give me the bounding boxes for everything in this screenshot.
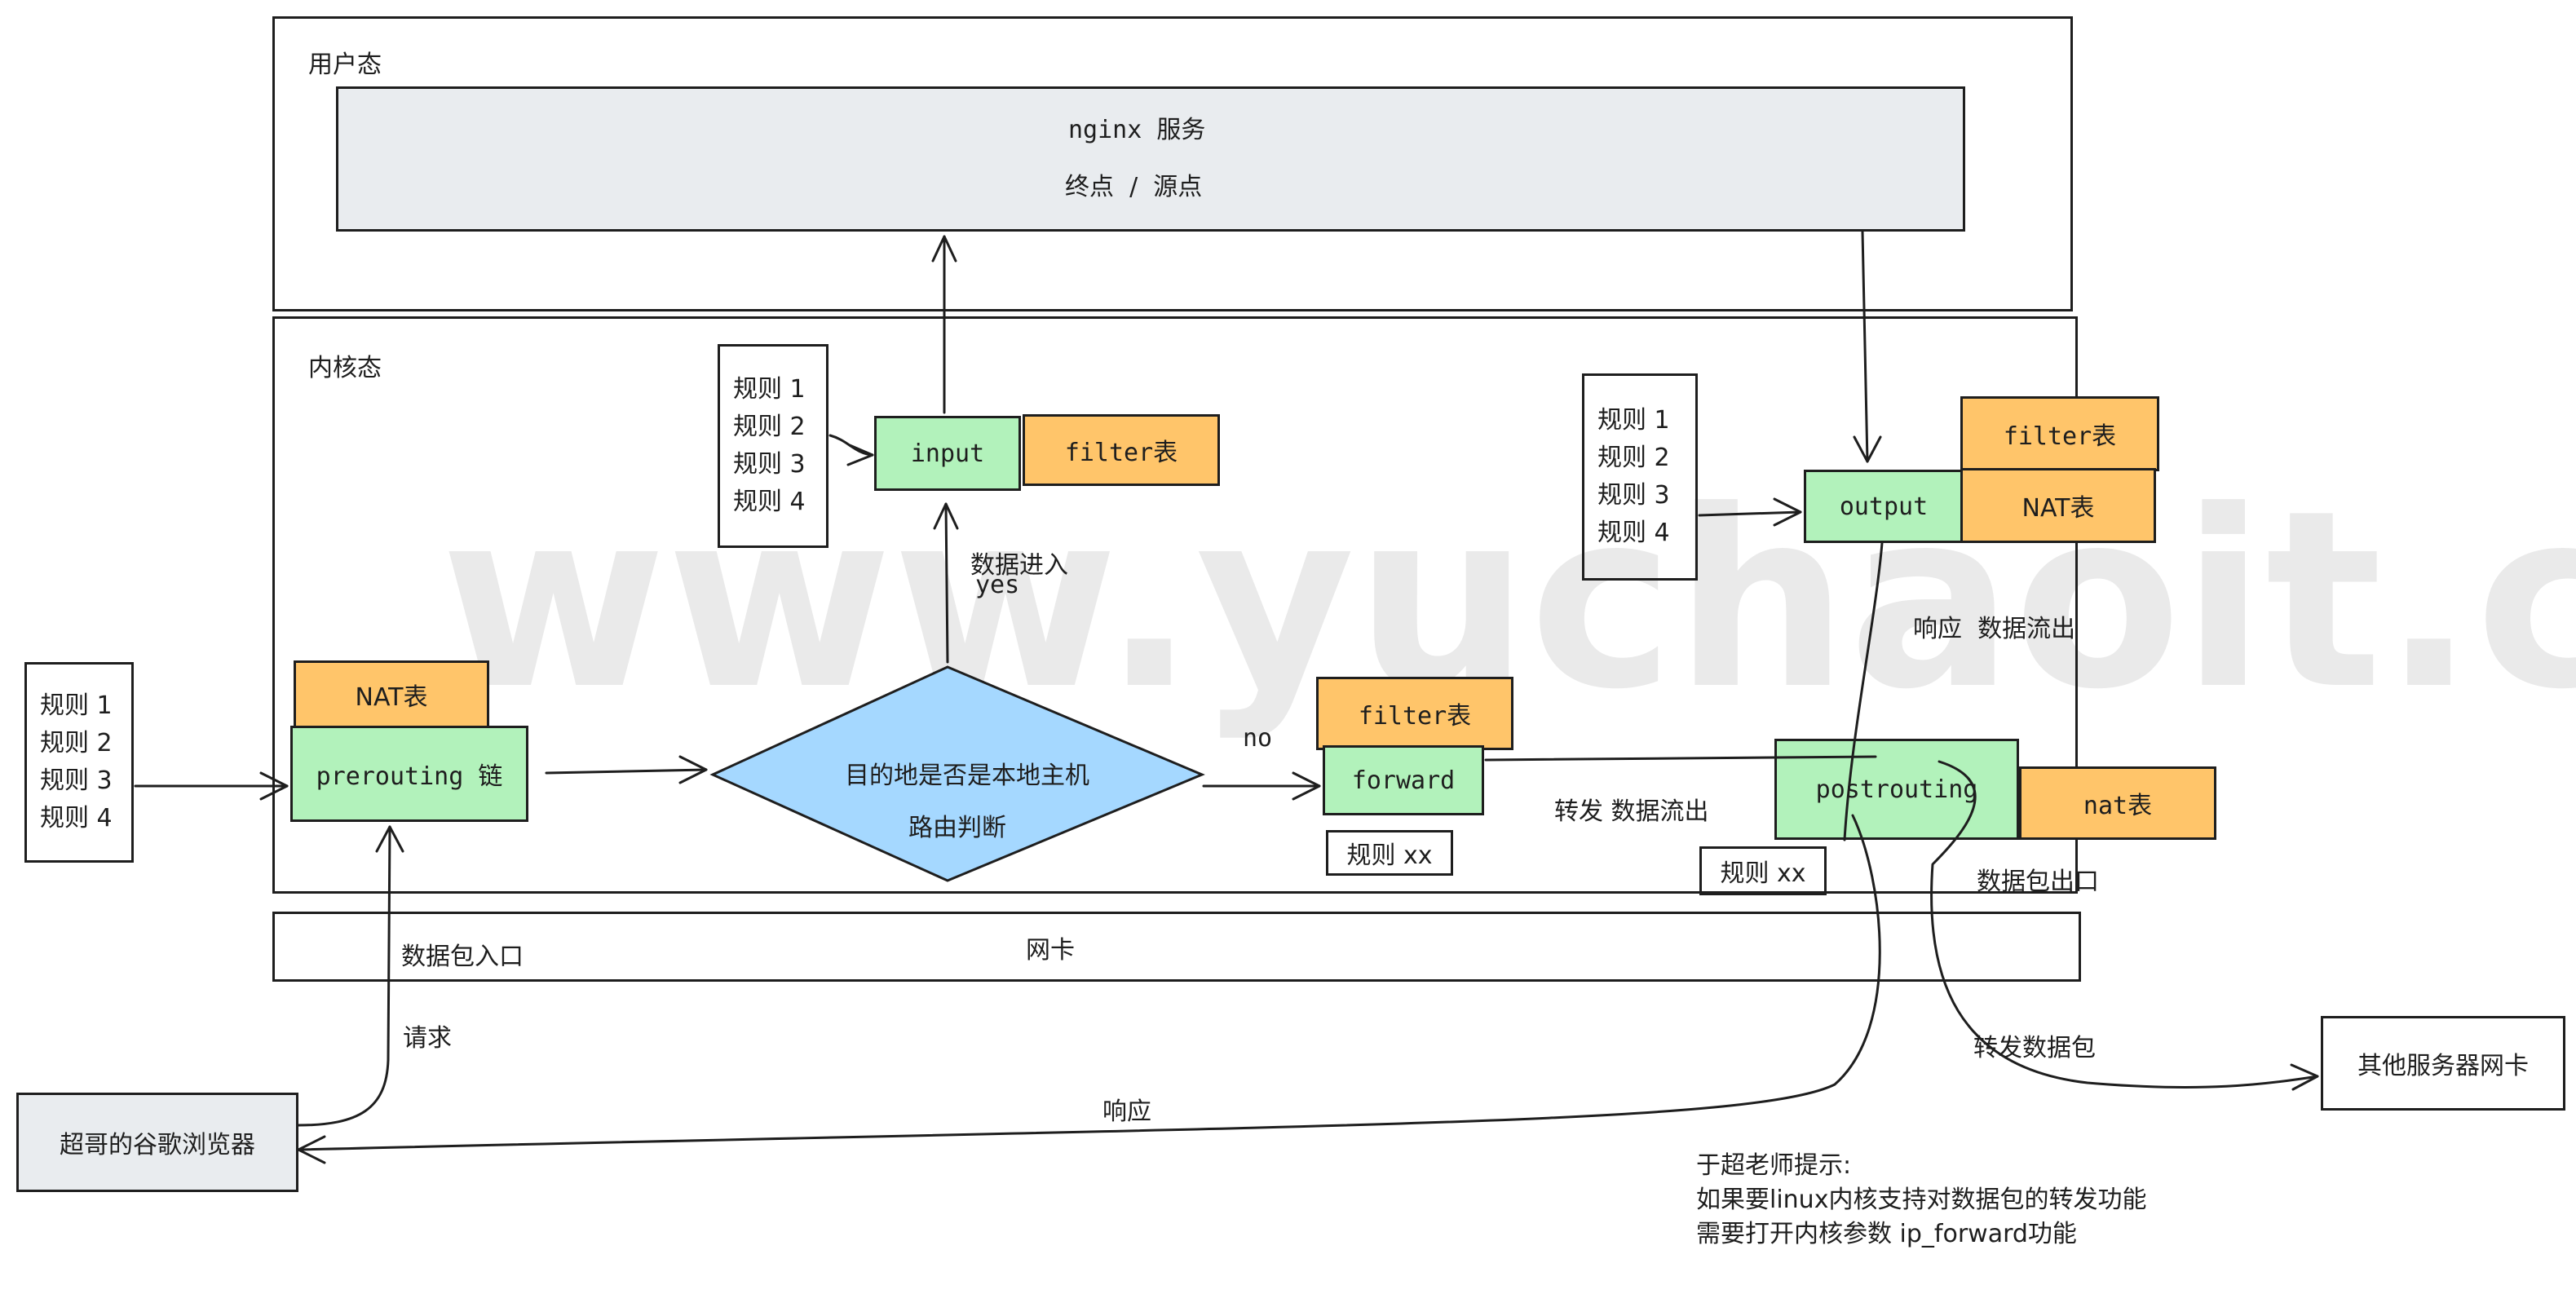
arrow-response-to-browser [297,814,1881,1164]
arrow-browser-request [297,825,404,1127]
edge-label-yes: yes [975,571,1020,599]
kernel-space-frame [272,316,2078,894]
forward-filter-table: filter表 [1316,677,1513,750]
arrow-rules-to-prerouting [134,771,289,801]
input-rules-list: 规则 1 规则 2 规则 3 规则 4 [718,344,828,548]
postrouting-nat-table: nat表 [2019,766,2216,840]
prerouting-chain: prerouting 链 [290,726,528,822]
forward-rule-box: 规则 xx [1326,830,1453,876]
prerouting-rules-list: 规则 1 规则 2 规则 3 规则 4 [24,662,134,863]
edge-label-packet-exit: 数据包出口 [1977,868,2099,896]
forward-rule-label: 规则 xx [1346,841,1433,870]
nic-bar [272,912,2081,982]
prerouting-chain-label: prerouting 链 [316,762,503,791]
arrow-decision-to-input [933,502,959,664]
output-nat-table-label: NAT表 [2021,494,2095,523]
nginx-service-box [336,86,1965,232]
edge-label-forward-out: 转发 数据流出 [1554,797,1709,826]
rule-item: 规则 1 [40,691,113,720]
input-filter-table: filter表 [1023,414,1220,486]
browser-box: 超哥的谷歌浏览器 [16,1093,298,1192]
decision-caption: 路由判断 [908,814,1006,842]
edge-label-forward-packet: 转发数据包 [1973,1034,2096,1062]
nginx-title: nginx 服务 [1068,116,1206,144]
postrouting-chain-label: postrouting [1815,775,1978,804]
input-chain-label: input [910,439,985,468]
other-server-nic-box: 其他服务器网卡 [2321,1016,2565,1111]
postrouting-chain: postrouting [1774,739,2019,840]
forward-filter-table-label: filter表 [1358,702,1472,731]
rule-item: 规则 4 [40,804,113,832]
postrouting-rule-label: 规则 xx [1720,859,1806,888]
output-filter-table-label: filter表 [2003,422,2117,451]
postrouting-nat-table-label: nat表 [2083,792,2153,820]
note-title: 于超老师提示: [1696,1151,1852,1180]
forward-chain-label: forward [1351,766,1456,795]
decision-question: 目的地是否是本地主机 [845,762,1089,790]
nginx-subtitle: 终点 / 源点 [1065,173,1203,201]
kernel-space-label: 内核态 [308,354,382,382]
browser-label: 超哥的谷歌浏览器 [60,1131,255,1159]
edge-label-data-in: 数据进入 [970,551,1068,580]
note-line-2: 需要打开内核参数 ip_forward功能 [1696,1220,2077,1248]
forward-chain: forward [1323,745,1484,815]
output-chain: output [1804,470,1964,543]
rule-item: 规则 4 [733,488,806,516]
input-filter-table-label: filter表 [1064,439,1178,467]
rule-item: 规则 3 [733,450,806,479]
rule-item: 规则 1 [1597,406,1670,435]
edge-label-response: 响应 [1102,1097,1151,1126]
edge-label-response-out: 响应 数据流出 [1913,615,2076,643]
other-server-nic-label: 其他服务器网卡 [2357,1052,2529,1080]
arrow-decision-to-forward [1202,771,1321,801]
arrow-input-to-nginx [931,235,957,414]
output-chain-label: output [1839,492,1929,521]
nic-label: 网卡 [1026,936,1075,965]
rule-item: 规则 1 [733,375,806,404]
arrow-output-to-postrouting [1843,541,1884,841]
input-chain: input [874,416,1021,491]
rule-item: 规则 2 [1597,444,1670,472]
arrow-prerouting-to-decision [545,755,708,784]
rule-item: 规则 3 [1597,481,1670,510]
edge-label-request: 请求 [403,1024,452,1053]
arrow-output-rules-to-output [1698,497,1802,527]
rule-item: 规则 4 [1597,519,1670,547]
note-line-1: 如果要linux内核支持对数据包的转发功能 [1696,1186,2147,1214]
rule-item: 规则 2 [733,413,806,441]
edge-label-packet-entry: 数据包入口 [401,943,524,971]
arrow-forward-packet-to-server [1930,760,2319,1091]
output-nat-table: NAT表 [1960,468,2156,543]
output-rules-list: 规则 1 规则 2 规则 3 规则 4 [1582,373,1698,581]
postrouting-rule-box: 规则 xx [1699,846,1827,895]
arrow-nginx-to-output [1853,230,1882,463]
rule-item: 规则 2 [40,729,113,757]
arrow-forward-to-postrouting [1484,755,1877,762]
user-space-frame [272,16,2073,311]
arrow-input-rules-to-input [828,434,874,466]
rule-item: 规则 3 [40,766,113,795]
edge-label-no: no [1243,724,1273,753]
prerouting-nat-table-label: NAT表 [355,683,428,712]
user-space-label: 用户态 [308,51,382,79]
